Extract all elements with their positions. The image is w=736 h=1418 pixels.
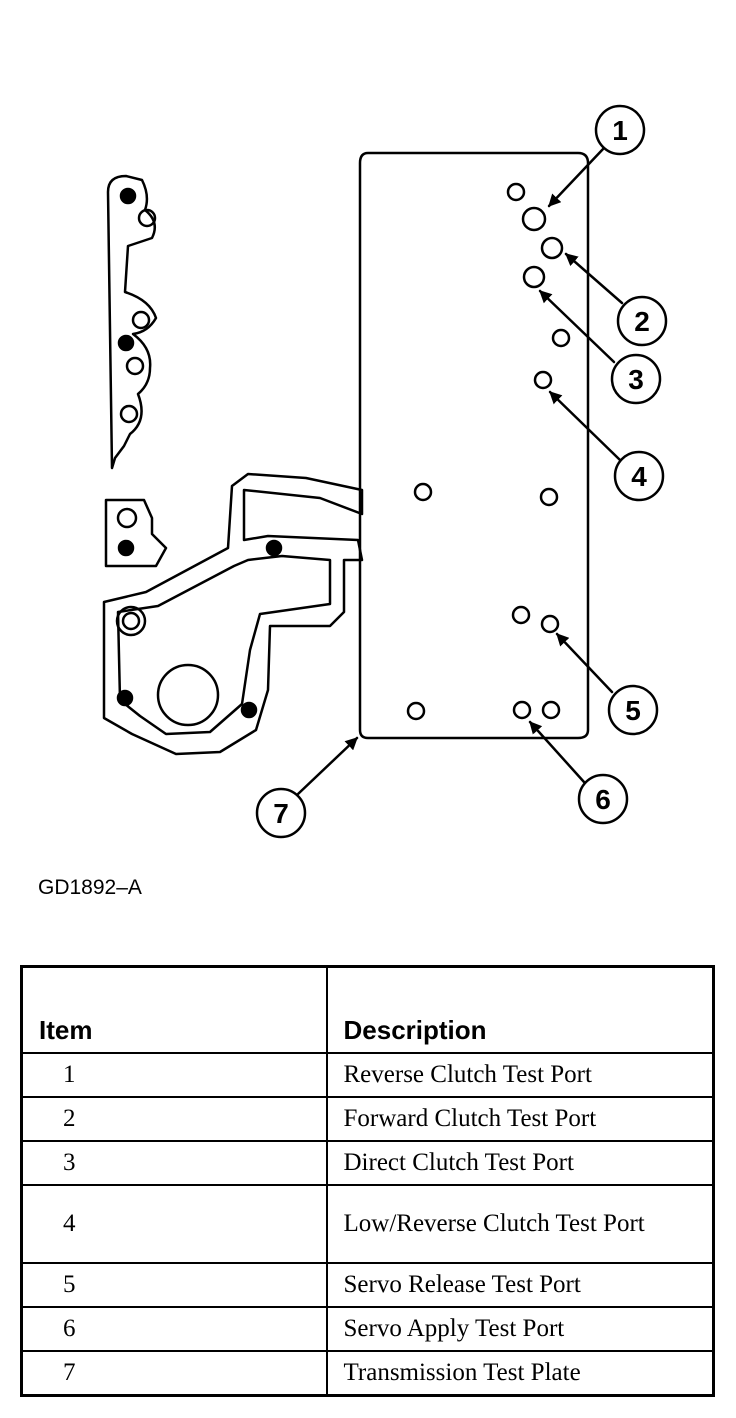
table-row: 2 Forward Clutch Test Port [20, 1096, 715, 1142]
port-forward-clutch [540, 236, 564, 260]
item-number: 2 [20, 1096, 328, 1142]
callout-4: 4 [613, 450, 665, 502]
svg-text:4: 4 [631, 461, 647, 492]
gasket-hole-filled [116, 689, 134, 707]
item-description: Forward Clutch Test Port [325, 1096, 715, 1142]
gasket-large-bore [156, 663, 220, 727]
plate-hole [541, 700, 561, 720]
item-number: 1 [20, 1052, 328, 1098]
gasket-hole [137, 208, 157, 228]
callout-1: 1 [594, 104, 646, 156]
item-number: 4 [20, 1184, 328, 1264]
table-row: 4 Low/Reverse Clutch Test Port [20, 1184, 715, 1264]
legend-table: Item Description 1 Reverse Clutch Test P… [20, 965, 715, 1397]
callout-2: 2 [616, 295, 668, 347]
svg-text:5: 5 [625, 695, 641, 726]
gasket-hole [121, 611, 141, 631]
gasket-small-piece [104, 498, 168, 568]
callout-3: 3 [610, 353, 662, 405]
gasket-hole [125, 356, 145, 376]
header-item: Item [20, 965, 328, 1054]
port-servo-apply [512, 700, 532, 720]
table-row: 6 Servo Apply Test Port [20, 1306, 715, 1352]
plate-hole [539, 487, 559, 507]
port-servo-release [540, 614, 560, 634]
item-description: Direct Clutch Test Port [325, 1140, 715, 1186]
svg-text:1: 1 [612, 115, 628, 146]
callout-6: 6 [577, 773, 629, 825]
item-description: Servo Release Test Port [325, 1262, 715, 1308]
plate-hole [511, 605, 531, 625]
leader-arrow-6 [528, 720, 586, 784]
gasket-hole [131, 310, 151, 330]
gasket-round-boss [115, 605, 147, 637]
test-plate [358, 151, 590, 740]
item-number: 3 [20, 1140, 328, 1186]
item-number: 5 [20, 1262, 328, 1308]
table-row: 7 Transmission Test Plate [20, 1350, 715, 1397]
item-number: 6 [20, 1306, 328, 1352]
gasket-hole-filled [117, 539, 135, 557]
svg-text:3: 3 [628, 364, 644, 395]
item-description: Servo Apply Test Port [325, 1306, 715, 1352]
port-direct-clutch [522, 265, 546, 289]
figure-id: GD1892–A [38, 876, 142, 899]
plate-hole [406, 701, 426, 721]
gasket-hole [119, 404, 139, 424]
table-row: 3 Direct Clutch Test Port [20, 1140, 715, 1186]
gasket-lower-inner [116, 554, 332, 736]
item-description: Reverse Clutch Test Port [325, 1052, 715, 1098]
port-low-reverse-clutch [533, 370, 553, 390]
leader-arrow-3 [538, 289, 616, 364]
svg-text:6: 6 [595, 784, 611, 815]
gasket-hole-filled [117, 334, 135, 352]
table-row: 5 Servo Release Test Port [20, 1262, 715, 1308]
plate-hole [551, 328, 571, 348]
plate-hole [506, 182, 526, 202]
plate-hole [413, 482, 433, 502]
legend-header-row: Item Description [20, 965, 715, 1054]
svg-text:7: 7 [273, 798, 289, 829]
transmission-test-plate-diagram: 1 2 3 4 5 6 7 [102, 104, 668, 839]
gasket-strip-upper [106, 174, 158, 470]
svg-text:2: 2 [634, 306, 650, 337]
leader-arrow-5 [555, 632, 614, 694]
callout-5: 5 [607, 684, 659, 736]
gasket-hole-filled [265, 539, 283, 557]
leader-arrow-2 [564, 252, 624, 305]
port-reverse-clutch [521, 206, 547, 232]
item-description: Low/Reverse Clutch Test Port [325, 1184, 715, 1264]
item-number: 7 [20, 1350, 328, 1397]
gasket-hole-filled [240, 701, 258, 719]
leader-arrow-4 [548, 390, 622, 462]
gasket-hole [116, 507, 138, 529]
gasket-hole-filled [119, 187, 137, 205]
leader-arrow-1 [547, 146, 606, 208]
header-description: Description [325, 965, 715, 1054]
leader-arrow-7 [296, 736, 359, 796]
callout-7: 7 [255, 787, 307, 839]
gasket-lower-outer [102, 472, 364, 756]
item-description: Transmission Test Plate [325, 1350, 715, 1397]
table-row: 1 Reverse Clutch Test Port [20, 1052, 715, 1098]
